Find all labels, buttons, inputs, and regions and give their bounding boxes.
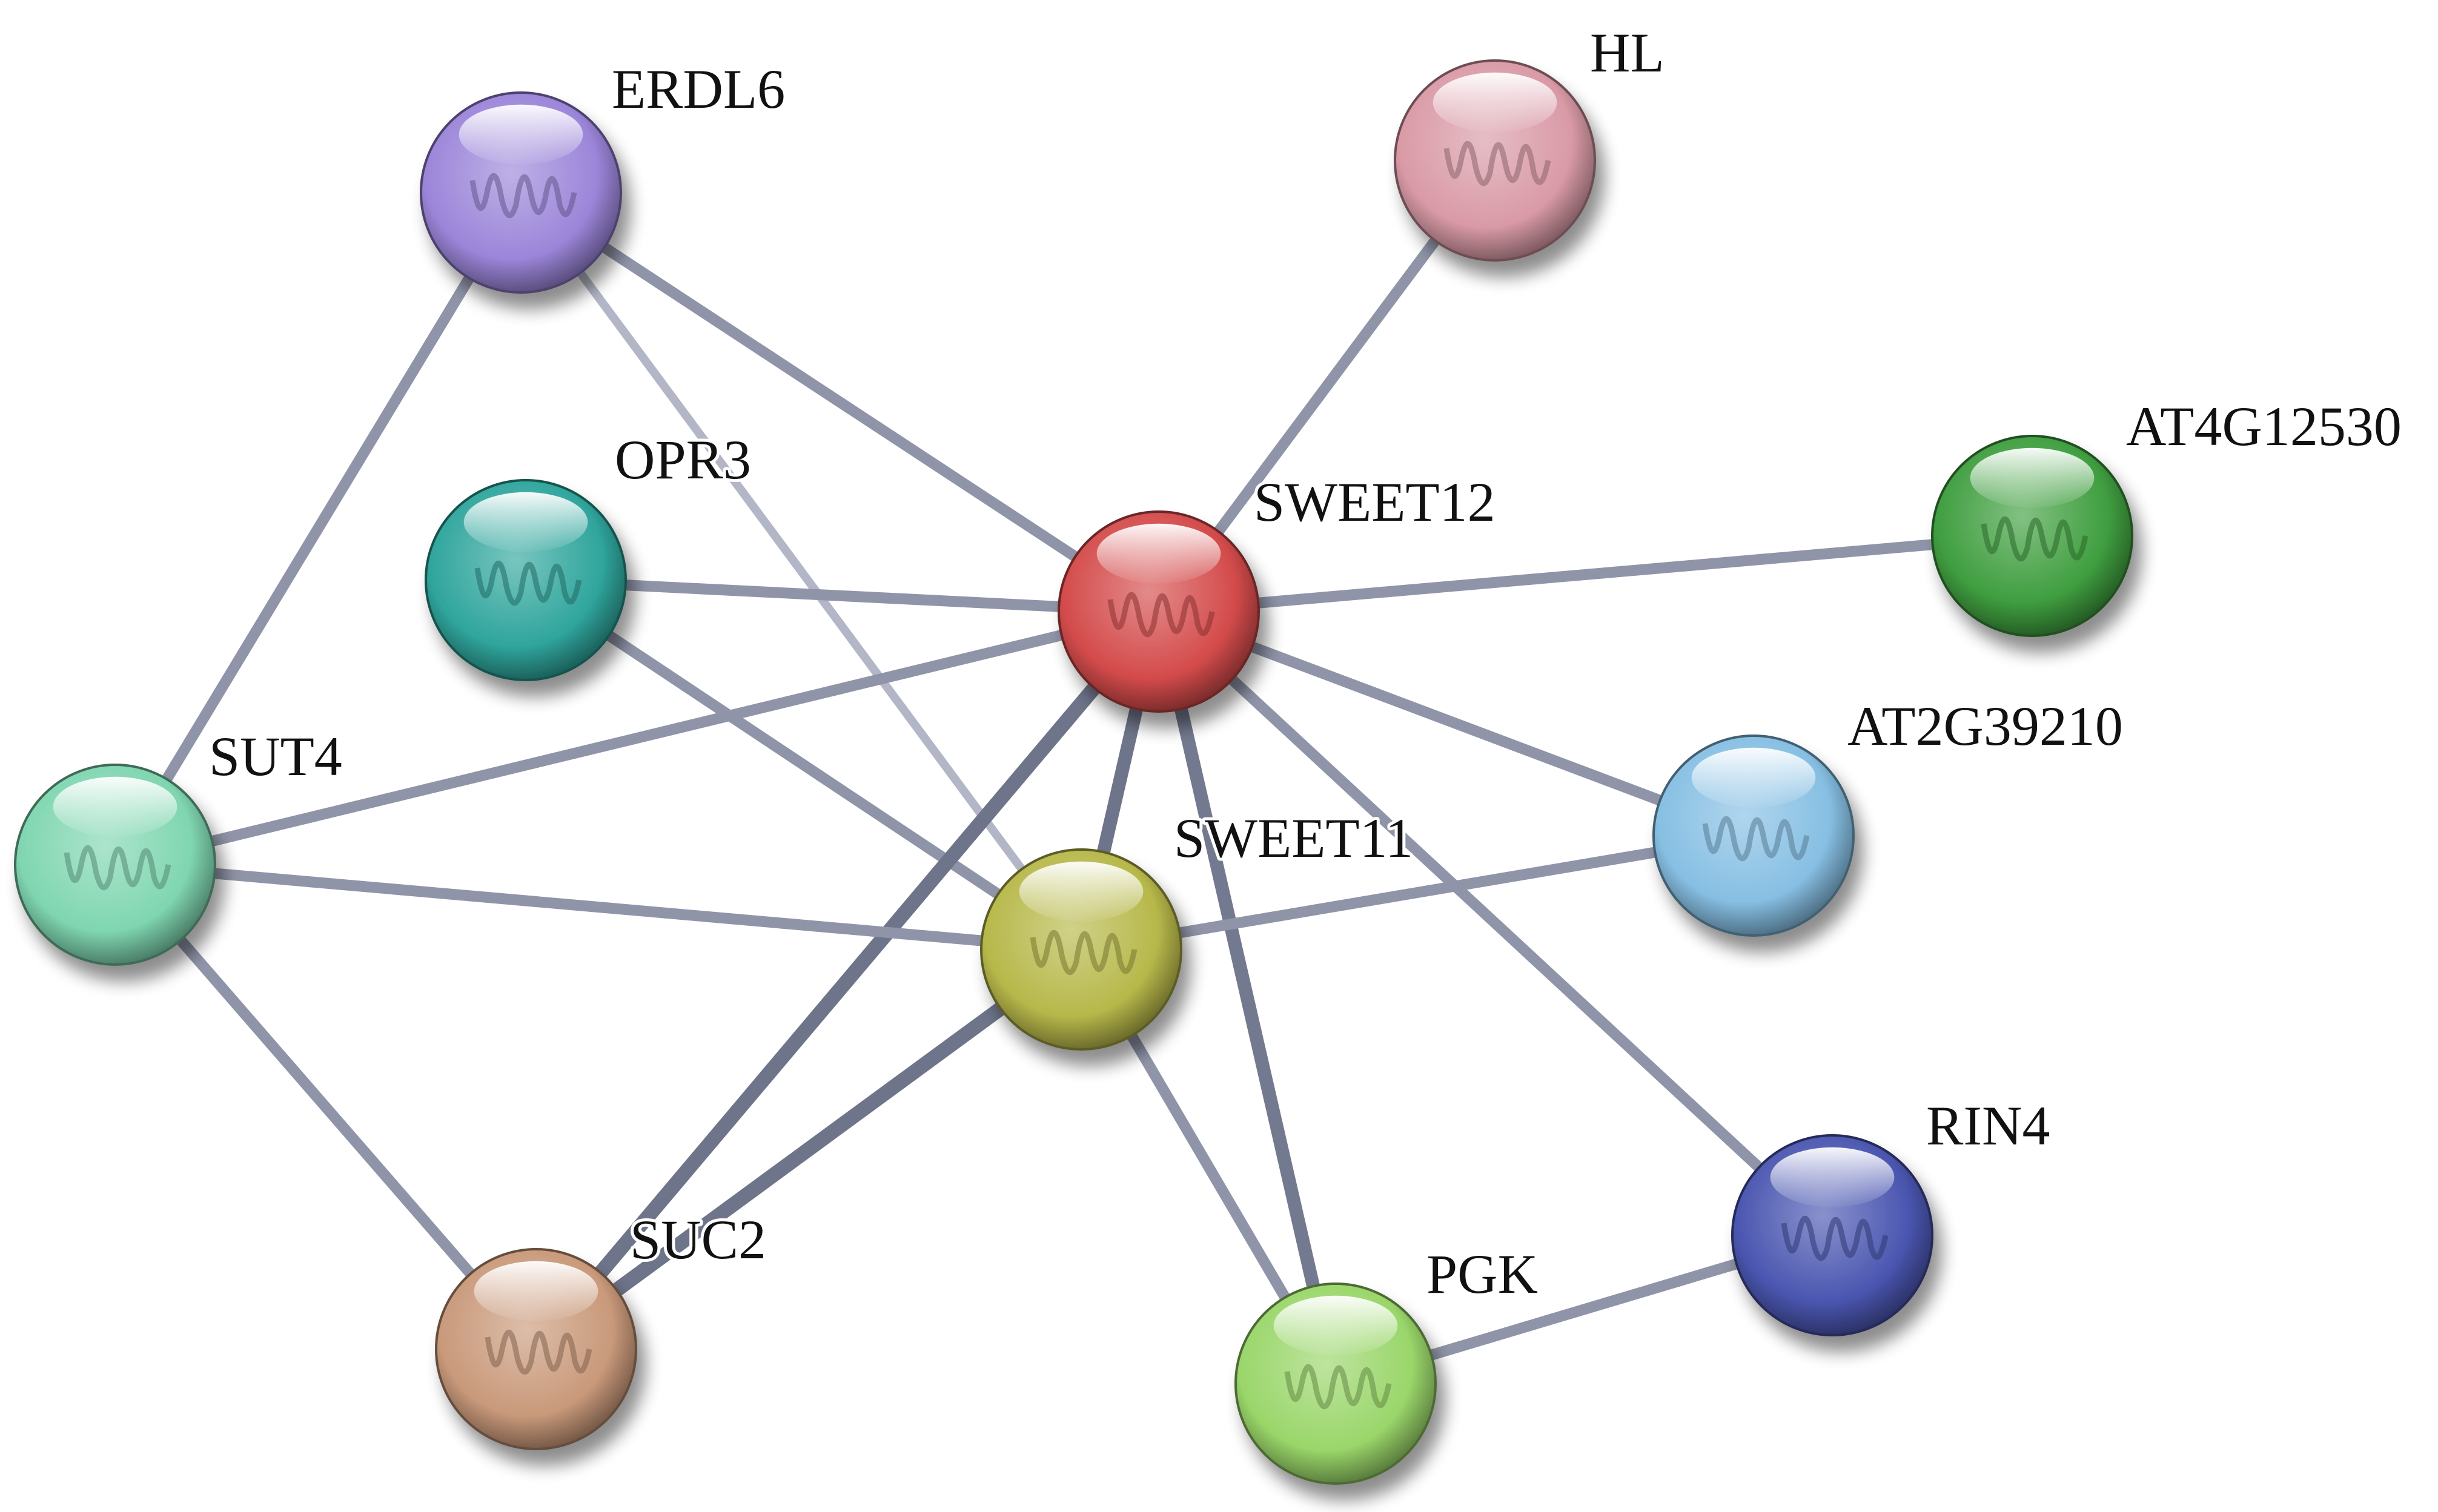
edge-layer (110, 155, 2038, 1390)
node-pgk[interactable] (1234, 1283, 1437, 1485)
node-label-sut4: SUT4 (209, 725, 342, 787)
edge-sweet12-suc2 (529, 604, 1166, 1356)
node-sweet11[interactable] (980, 848, 1182, 1051)
protein-structure-sweet11 (1030, 930, 1138, 976)
protein-structure-at4g12530 (1981, 517, 2089, 562)
node-highlight-rin4 (1770, 1147, 1895, 1207)
node-highlight-hl (1433, 72, 1557, 133)
node-label-opr3: OPR3 (615, 429, 751, 490)
node-sweet12[interactable] (1058, 510, 1260, 713)
edge-sweet12-at4g12530 (1153, 530, 2038, 617)
node-erdl6[interactable] (420, 91, 622, 294)
node-suc2[interactable] (435, 1248, 637, 1450)
protein-structure-suc2 (485, 1330, 592, 1375)
protein-structure-hl (1443, 141, 1551, 187)
protein-structure-erdl6 (469, 173, 577, 219)
edge-sut4-sweet11 (110, 859, 1087, 955)
node-highlight-sweet11 (1019, 861, 1144, 922)
edge-sweet12-sut4 (110, 606, 1164, 870)
protein-structure-at2g39210 (1702, 816, 1810, 862)
edge-sut4-suc2 (110, 859, 542, 1355)
edge-sweet12-at2g39210 (1153, 606, 1759, 841)
protein-structure-sut4 (64, 845, 171, 891)
node-label-at2g39210: AT2G39210 (1847, 695, 2123, 757)
node-label-pgk: PGK (1426, 1243, 1538, 1305)
protein-structure-opr3 (474, 561, 582, 606)
node-highlight-erdl6 (459, 104, 583, 165)
node-label-suc2: SUC2 (630, 1209, 766, 1270)
node-rin4[interactable] (1731, 1134, 1933, 1336)
edge-erdl6-sut4 (110, 187, 526, 870)
edge-erdl6-sweet12 (515, 187, 1164, 617)
edge-sweet12-rin4 (1153, 606, 1838, 1241)
edge-sweet12-pgk (1152, 605, 1342, 1390)
node-highlight-suc2 (474, 1261, 598, 1321)
node-label-sweet11: SWEET11 (1174, 807, 1413, 869)
protein-structure-sweet12 (1107, 592, 1215, 638)
node-label-hl: HL (1590, 22, 1665, 84)
node-sut4[interactable] (14, 764, 216, 966)
node-highlight-at4g12530 (1970, 447, 2095, 508)
node-highlight-at2g39210 (1691, 747, 1816, 808)
node-hl[interactable] (1394, 59, 1596, 262)
node-label-rin4: RIN4 (1926, 1095, 2050, 1157)
node-at4g12530[interactable] (1931, 435, 2133, 637)
node-label-at4g12530: AT4G12530 (2126, 395, 2402, 457)
edge-opr3-sweet12 (520, 575, 1164, 617)
node-at2g39210[interactable] (1652, 735, 1855, 937)
node-highlight-sweet12 (1096, 523, 1221, 584)
node-label-erdl6: ERDL6 (612, 58, 785, 120)
node-highlight-pgk (1273, 1295, 1398, 1356)
node-label-sweet12: SWEET12 (1254, 471, 1496, 533)
protein-structure-pgk (1284, 1364, 1392, 1410)
protein-structure-rin4 (1781, 1216, 1889, 1261)
node-opr3[interactable] (425, 479, 627, 681)
node-highlight-sut4 (53, 776, 177, 837)
node-layer (14, 59, 2133, 1485)
node-highlight-opr3 (463, 492, 588, 552)
edge-sweet11-suc2 (529, 942, 1088, 1356)
edge-opr3-sweet11 (520, 575, 1087, 955)
edge-sweet11-at2g39210 (1076, 830, 1759, 955)
